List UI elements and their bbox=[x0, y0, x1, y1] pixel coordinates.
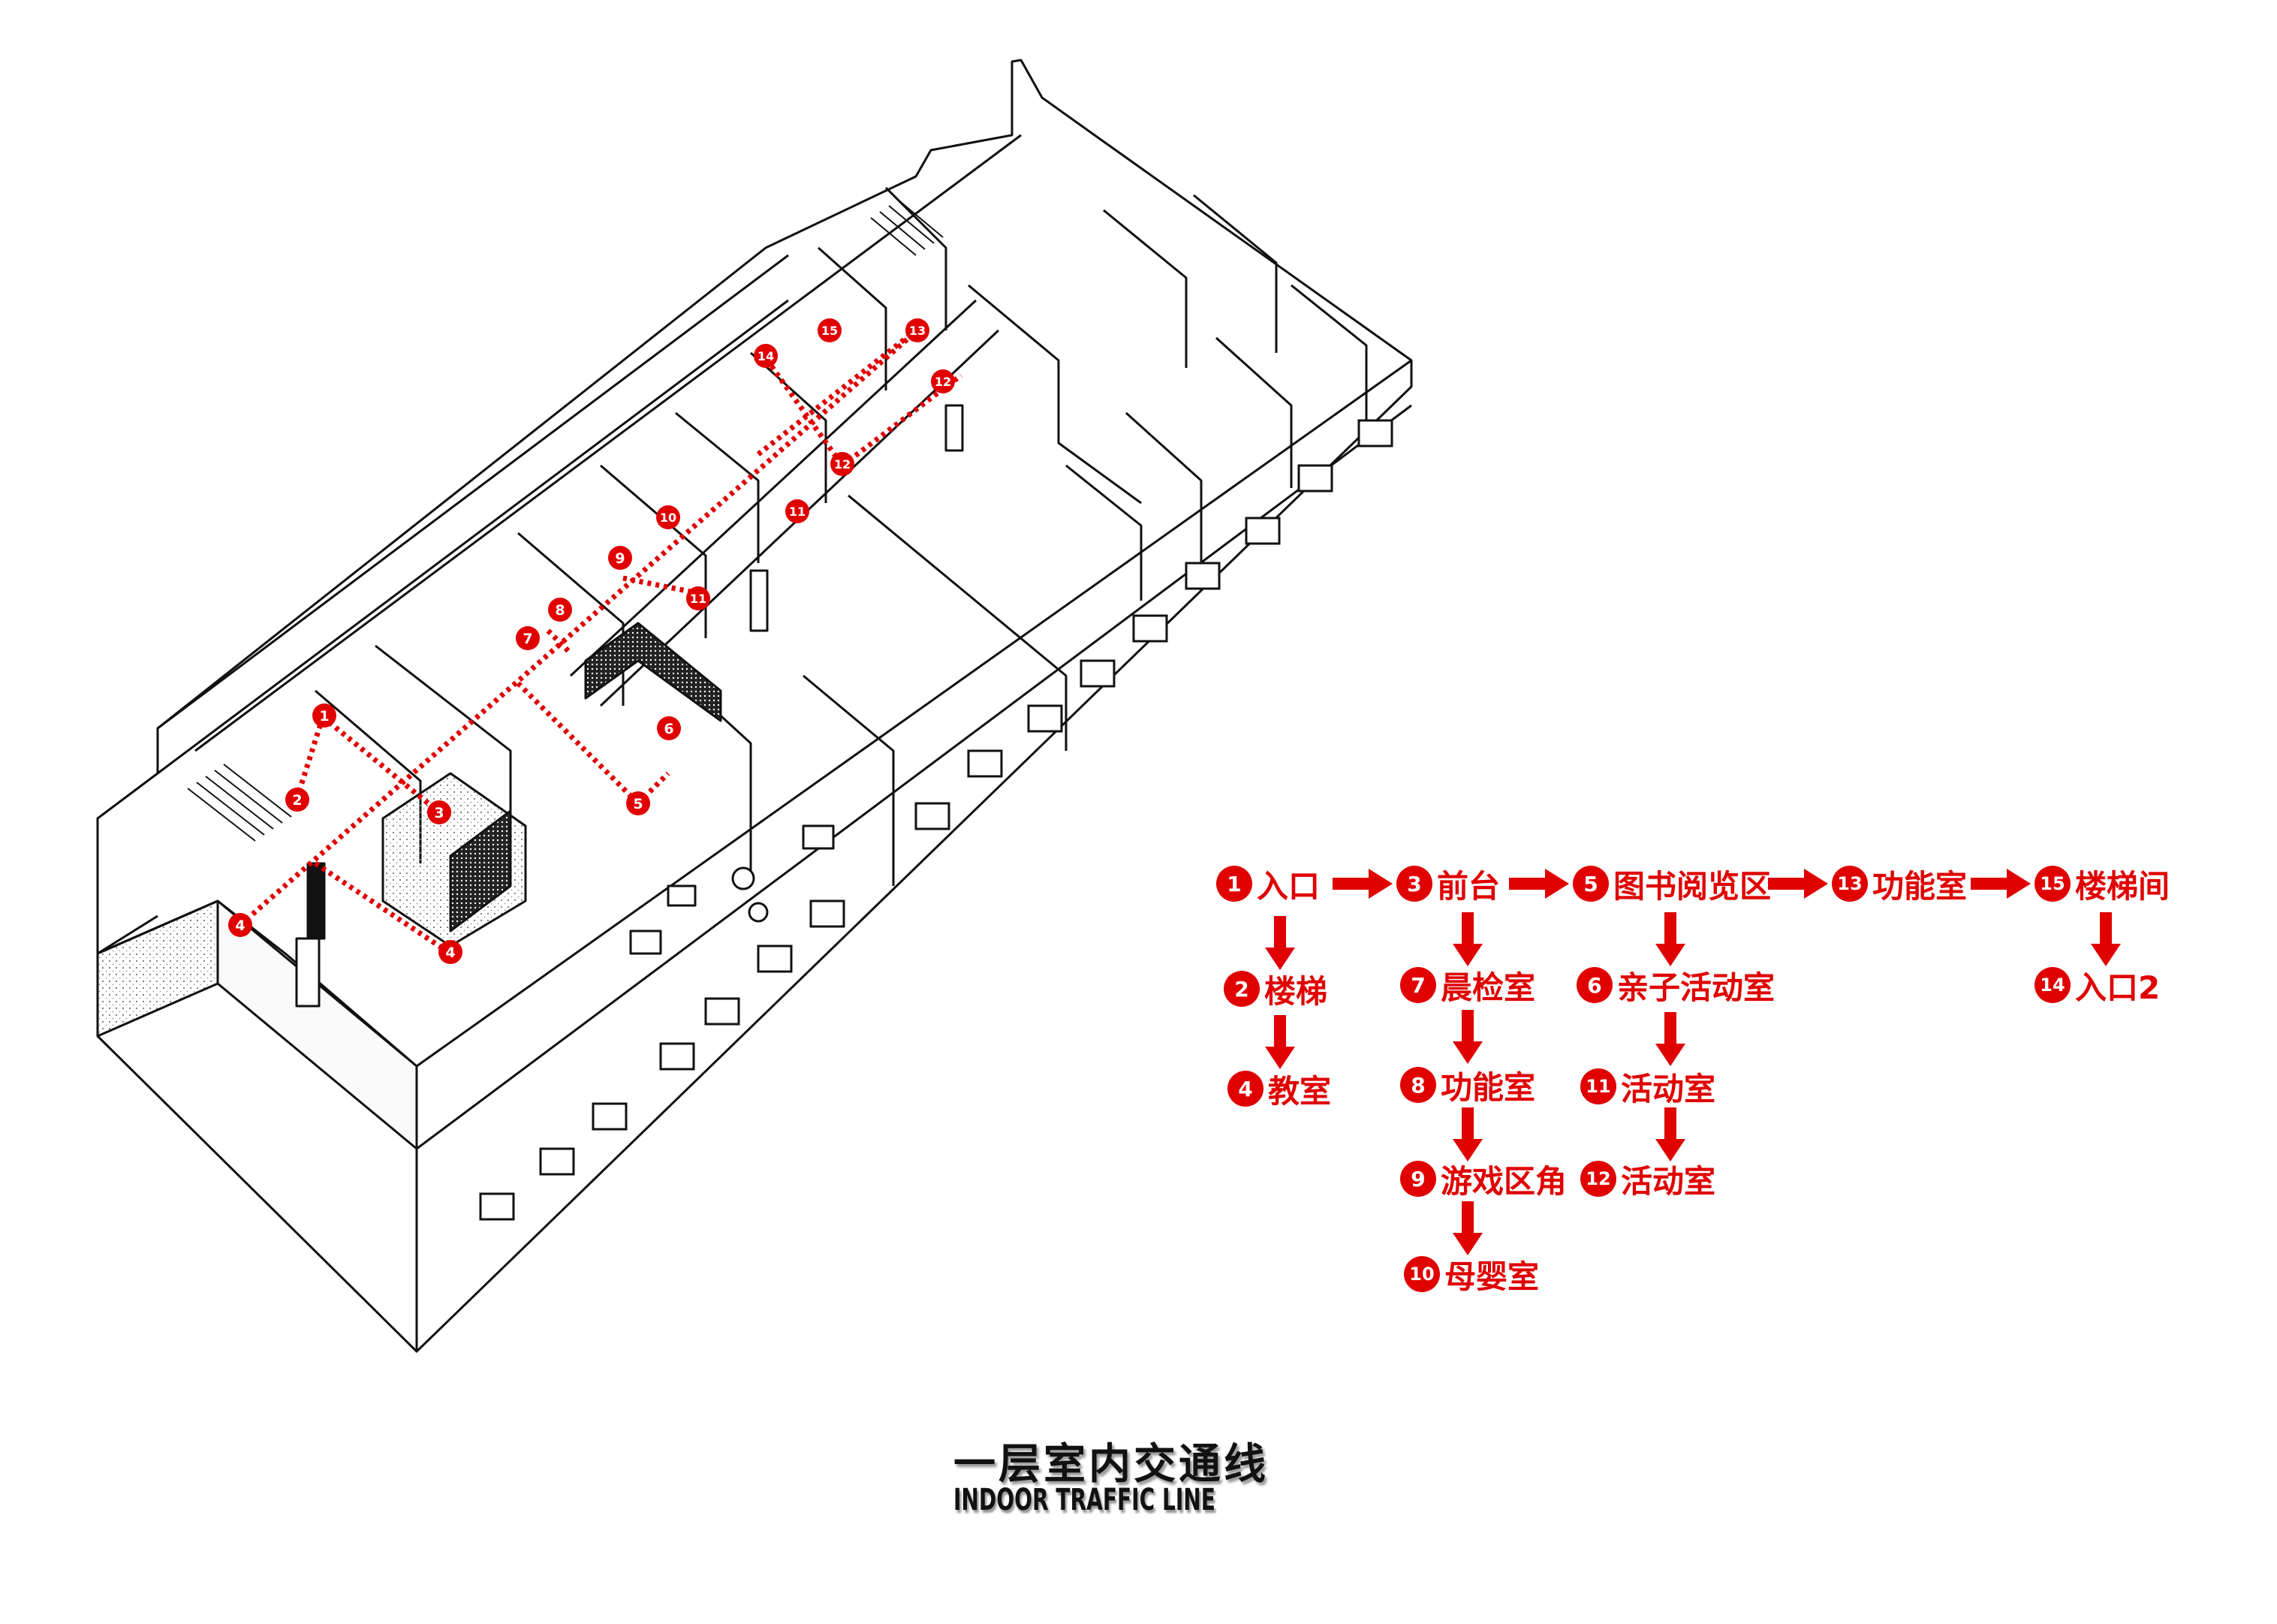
arrow-down-icon bbox=[1453, 1201, 1483, 1255]
page-title: 一层室内交通线 bbox=[953, 1440, 1269, 1489]
svg-text:12: 12 bbox=[935, 375, 951, 389]
plan-marker: 1 bbox=[312, 704, 336, 728]
plan-marker: 14 bbox=[754, 344, 778, 368]
svg-text:8: 8 bbox=[555, 602, 565, 619]
arrow-down-icon bbox=[1453, 1010, 1483, 1064]
plan-marker: 12 bbox=[830, 452, 854, 476]
svg-text:1: 1 bbox=[319, 708, 329, 725]
svg-text:13: 13 bbox=[909, 324, 926, 338]
arrow-down-icon bbox=[1453, 1107, 1483, 1162]
plan-marker: 11 bbox=[686, 586, 710, 610]
arrow-down-icon bbox=[1265, 916, 1295, 970]
stair-left bbox=[187, 764, 292, 842]
svg-text:14: 14 bbox=[757, 349, 774, 363]
svg-text:4: 4 bbox=[445, 945, 455, 961]
plan-marker: 7 bbox=[516, 626, 540, 650]
plan-marker: 5 bbox=[626, 791, 650, 815]
plan-marker: 3 bbox=[427, 800, 451, 824]
plan-marker: 11 bbox=[785, 499, 809, 523]
svg-text:6: 6 bbox=[664, 721, 673, 737]
svg-text:10: 10 bbox=[660, 511, 676, 525]
svg-text:15: 15 bbox=[821, 324, 838, 338]
svg-text:5: 5 bbox=[633, 796, 643, 812]
svg-text:12: 12 bbox=[834, 457, 851, 472]
svg-text:4: 4 bbox=[235, 917, 245, 934]
svg-text:9: 9 bbox=[615, 550, 625, 567]
plan-marker: 8 bbox=[548, 598, 572, 622]
building-walls bbox=[96, 59, 1413, 1353]
arrow-right-icon bbox=[1768, 869, 1828, 899]
plan-marker: 9 bbox=[608, 546, 632, 570]
plan-marker: 4 bbox=[438, 940, 462, 964]
arrow-right-icon bbox=[1509, 869, 1569, 899]
arrow-right-icon bbox=[1971, 869, 2031, 899]
window-row bbox=[479, 419, 1393, 1221]
plan-marker-layer: 1 2 3 4 4 5 6 7 8 9 10 11 11 12 12 13 14… bbox=[228, 318, 955, 964]
arrow-down-icon bbox=[1265, 1015, 1295, 1069]
plan-marker: 12 bbox=[931, 369, 955, 393]
plan-marker: 4 bbox=[228, 913, 252, 937]
traffic-route bbox=[238, 328, 963, 956]
arrow-right-icon bbox=[1333, 869, 1393, 899]
arrow-down-icon bbox=[1453, 912, 1483, 966]
page-subtitle: INDOOR TRAFFIC LINE bbox=[953, 1483, 1215, 1517]
arrow-down-icon bbox=[1655, 1012, 1685, 1066]
plan-marker: 6 bbox=[657, 716, 681, 740]
arrow-down-icon bbox=[1655, 1107, 1685, 1162]
plan-marker: 15 bbox=[818, 318, 842, 342]
plan-marker: 13 bbox=[905, 318, 929, 342]
svg-text:2: 2 bbox=[292, 792, 302, 809]
svg-text:7: 7 bbox=[523, 631, 532, 647]
svg-text:3: 3 bbox=[434, 805, 444, 821]
arrow-down-icon bbox=[2091, 912, 2121, 966]
svg-text:11: 11 bbox=[789, 505, 806, 519]
plan-marker: 10 bbox=[656, 505, 680, 529]
arrow-down-icon bbox=[1655, 912, 1685, 966]
plan-marker: 2 bbox=[285, 788, 309, 812]
stair-right bbox=[870, 199, 944, 256]
svg-text:11: 11 bbox=[690, 592, 706, 606]
